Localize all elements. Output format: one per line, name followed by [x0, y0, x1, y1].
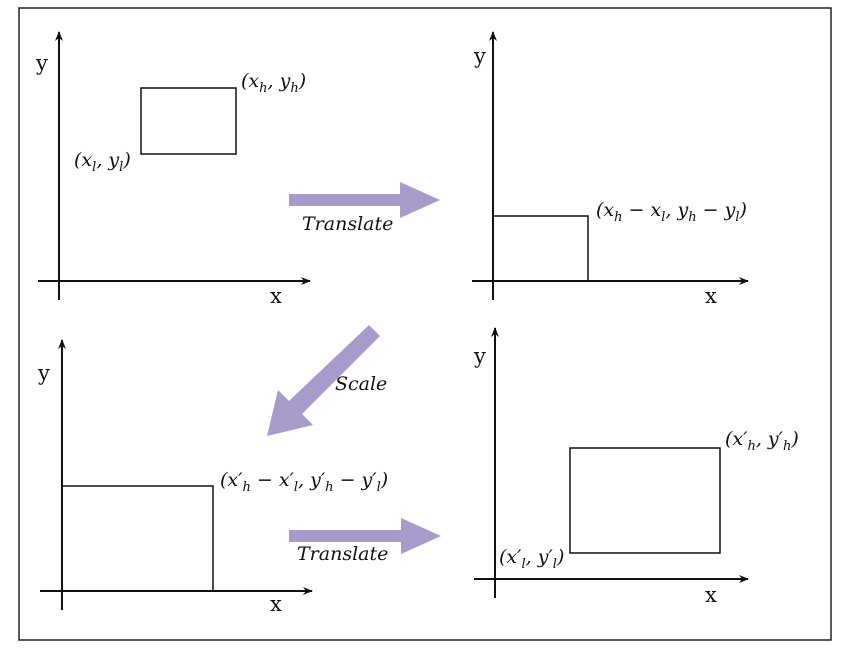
- upper-corner-label: (x′h, y′h): [725, 428, 799, 454]
- translate-arrow-top: Translate: [289, 182, 440, 235]
- translate-label-bottom: Translate: [297, 543, 388, 565]
- y-axis-label: y: [35, 51, 48, 75]
- x-axis-label: x: [270, 284, 282, 308]
- panel-original: y x (xh, yh) (xl, yl): [35, 31, 311, 308]
- x-axis-label: x: [705, 284, 717, 308]
- y-axis-label: y: [473, 344, 486, 368]
- upper-corner-label: (xh, yh): [241, 70, 306, 96]
- panel-final: y x (x′h, y′h) (x′l, y′l): [473, 327, 799, 607]
- panel-scaled: y x (x′h − x′l, y′h − y′l): [37, 339, 388, 616]
- panel-translated: y x (xh − xl, yh − yl): [472, 31, 749, 308]
- figure-frame: [18, 7, 832, 641]
- down-left-arrow-icon: [267, 325, 380, 436]
- scale-arrow: Scale: [267, 325, 387, 436]
- right-arrow-icon: [289, 182, 440, 218]
- rectangle: [140, 87, 237, 155]
- translate-arrow-bottom: Translate: [289, 518, 441, 565]
- y-axis-label: y: [37, 361, 50, 385]
- rectangle: [492, 215, 589, 282]
- lower-corner-label: (xl, yl): [74, 149, 131, 175]
- x-axis-label: x: [705, 583, 717, 607]
- y-axis-label: y: [473, 44, 486, 68]
- scale-label: Scale: [335, 373, 387, 395]
- upper-corner-label: (xh − xl, yh − yl): [596, 199, 747, 225]
- rectangle: [61, 485, 214, 592]
- rectangle: [569, 447, 721, 554]
- right-arrow-icon: [289, 518, 441, 554]
- translate-label-top: Translate: [302, 213, 393, 235]
- upper-corner-label: (x′h − x′l, y′h − y′l): [220, 469, 388, 495]
- x-axis-label: x: [270, 592, 282, 616]
- lower-corner-label: (x′l, y′l): [499, 546, 564, 572]
